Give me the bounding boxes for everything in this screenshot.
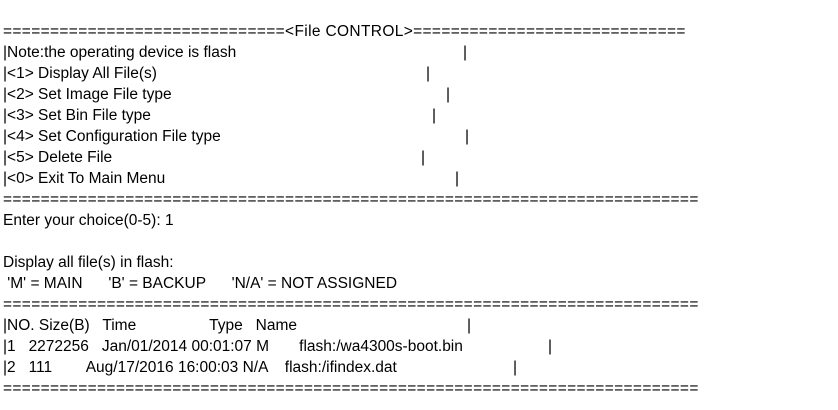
menu-note: |Note:the operating device is flash [3, 44, 237, 61]
menu-option-display-all-files: |<1> Display All File(s) [3, 65, 157, 82]
file-table-row-border: | [548, 338, 553, 355]
file-table-row: |1 2272256 Jan/01/2014 00:01:07 M flash:… [3, 338, 463, 355]
menu-option-exit-to-main-menu: |<0> Exit To Main Menu [3, 170, 166, 187]
file-table-top-separator: ========================================… [3, 296, 699, 313]
menu-option-border: | [446, 86, 451, 103]
file-type-legend: 'M' = MAIN 'B' = BACKUP 'N/A' = NOT ASSI… [3, 275, 398, 292]
menu-title-line: ==============================<File CONT… [3, 23, 686, 40]
file-table-row-border: | [513, 359, 518, 376]
choice-prompt: Enter your choice(0-5): 1 [3, 212, 174, 229]
menu-option-border: | [465, 128, 470, 145]
file-table-header-border: | [467, 317, 472, 334]
menu-option-set-bin-file-type: |<3> Set Bin File type [3, 107, 151, 124]
file-table-header: |NO. Size(B) Time Type Name [3, 317, 298, 334]
menu-option-border: | [421, 149, 426, 166]
menu-bottom-separator: ========================================… [3, 191, 699, 208]
file-table-row: |2 111 Aug/17/2016 16:00:03 N/A flash:/i… [3, 359, 397, 376]
menu-option-delete-file: |<5> Delete File [3, 149, 113, 166]
menu-option-border: | [455, 170, 460, 187]
menu-option-border: | [432, 107, 437, 124]
file-list-heading: Display all file(s) in flash: [3, 254, 174, 271]
menu-option-border: | [426, 65, 431, 82]
menu-option-set-configuration-file-type: |<4> Set Configuration File type [3, 128, 221, 145]
menu-note-border: | [463, 44, 468, 61]
menu-option-set-image-file-type: |<2> Set Image File type [3, 86, 172, 103]
file-table-bottom-separator: ========================================… [3, 380, 699, 397]
